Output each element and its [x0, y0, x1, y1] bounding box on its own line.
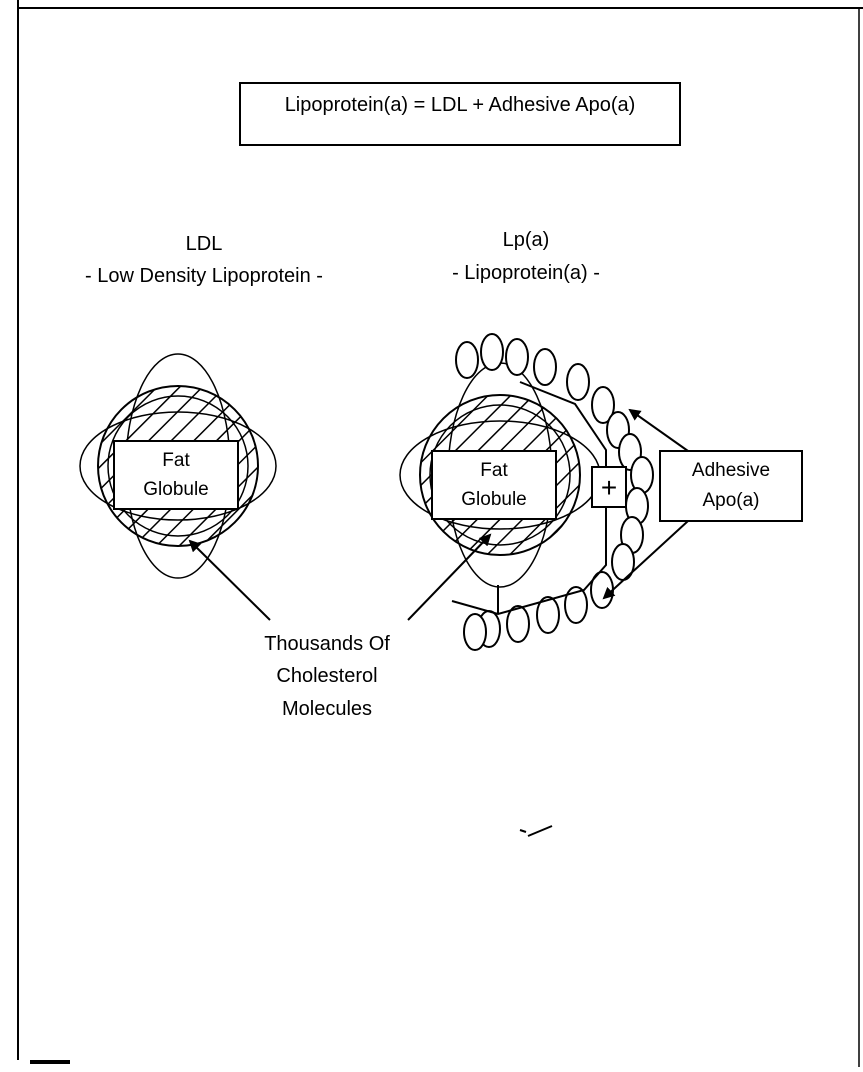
ldl-globule-label: Globule — [143, 479, 209, 500]
ldl-particle: Fat Globule — [79, 353, 277, 579]
apo-label: Apo(a) — [702, 490, 759, 511]
lpa-full-name: - Lipoprotein(a) - — [452, 262, 600, 284]
lpa-fat-globule-box: Fat Globule — [431, 450, 557, 520]
arrow-to-lower-chain — [602, 520, 689, 600]
equation-text: Lipoprotein(a) = LDL + Adhesive Apo(a) — [285, 94, 636, 116]
arrow-to-upper-chain — [628, 408, 689, 452]
cholesterol-line1: Thousands Of — [264, 633, 390, 655]
page-border — [17, 0, 863, 1067]
ldl-fat-globule-box: Fat Globule — [113, 440, 239, 510]
lpa-abbrev: Lp(a) — [503, 229, 550, 251]
arrow-to-lpa-core — [407, 533, 492, 621]
apo-adhesive-label: Adhesive — [692, 460, 770, 481]
cholesterol-line2: Cholesterol — [276, 665, 377, 687]
ldl-fat-label: Fat — [162, 450, 190, 471]
lpa-heading: Lp(a) - Lipoprotein(a) - — [452, 229, 600, 284]
lpa-fat-label: Fat — [480, 460, 508, 481]
ldl-abbrev: LDL — [186, 233, 223, 255]
apo-bead-chain — [455, 333, 654, 651]
lpa-particle: Fat Globule + — [399, 333, 654, 651]
scan-speck — [519, 825, 553, 837]
lpa-globule-label: Globule — [461, 489, 527, 510]
cholesterol-callout: Thousands Of Cholesterol Molecules — [188, 533, 492, 720]
cholesterol-line3: Molecules — [282, 698, 372, 720]
apo-callout: Adhesive Apo(a) — [602, 408, 803, 600]
ldl-heading: LDL - Low Density Lipoprotein - — [85, 233, 323, 287]
ldl-full-name: - Low Density Lipoprotein - — [85, 265, 323, 287]
plus-box: + — [591, 466, 627, 508]
equation-box: Lipoprotein(a) = LDL + Adhesive Apo(a) — [239, 82, 681, 146]
apo-bracket — [451, 381, 607, 616]
arrow-to-ldl-core — [188, 539, 271, 621]
plus-sign: + — [601, 472, 617, 503]
